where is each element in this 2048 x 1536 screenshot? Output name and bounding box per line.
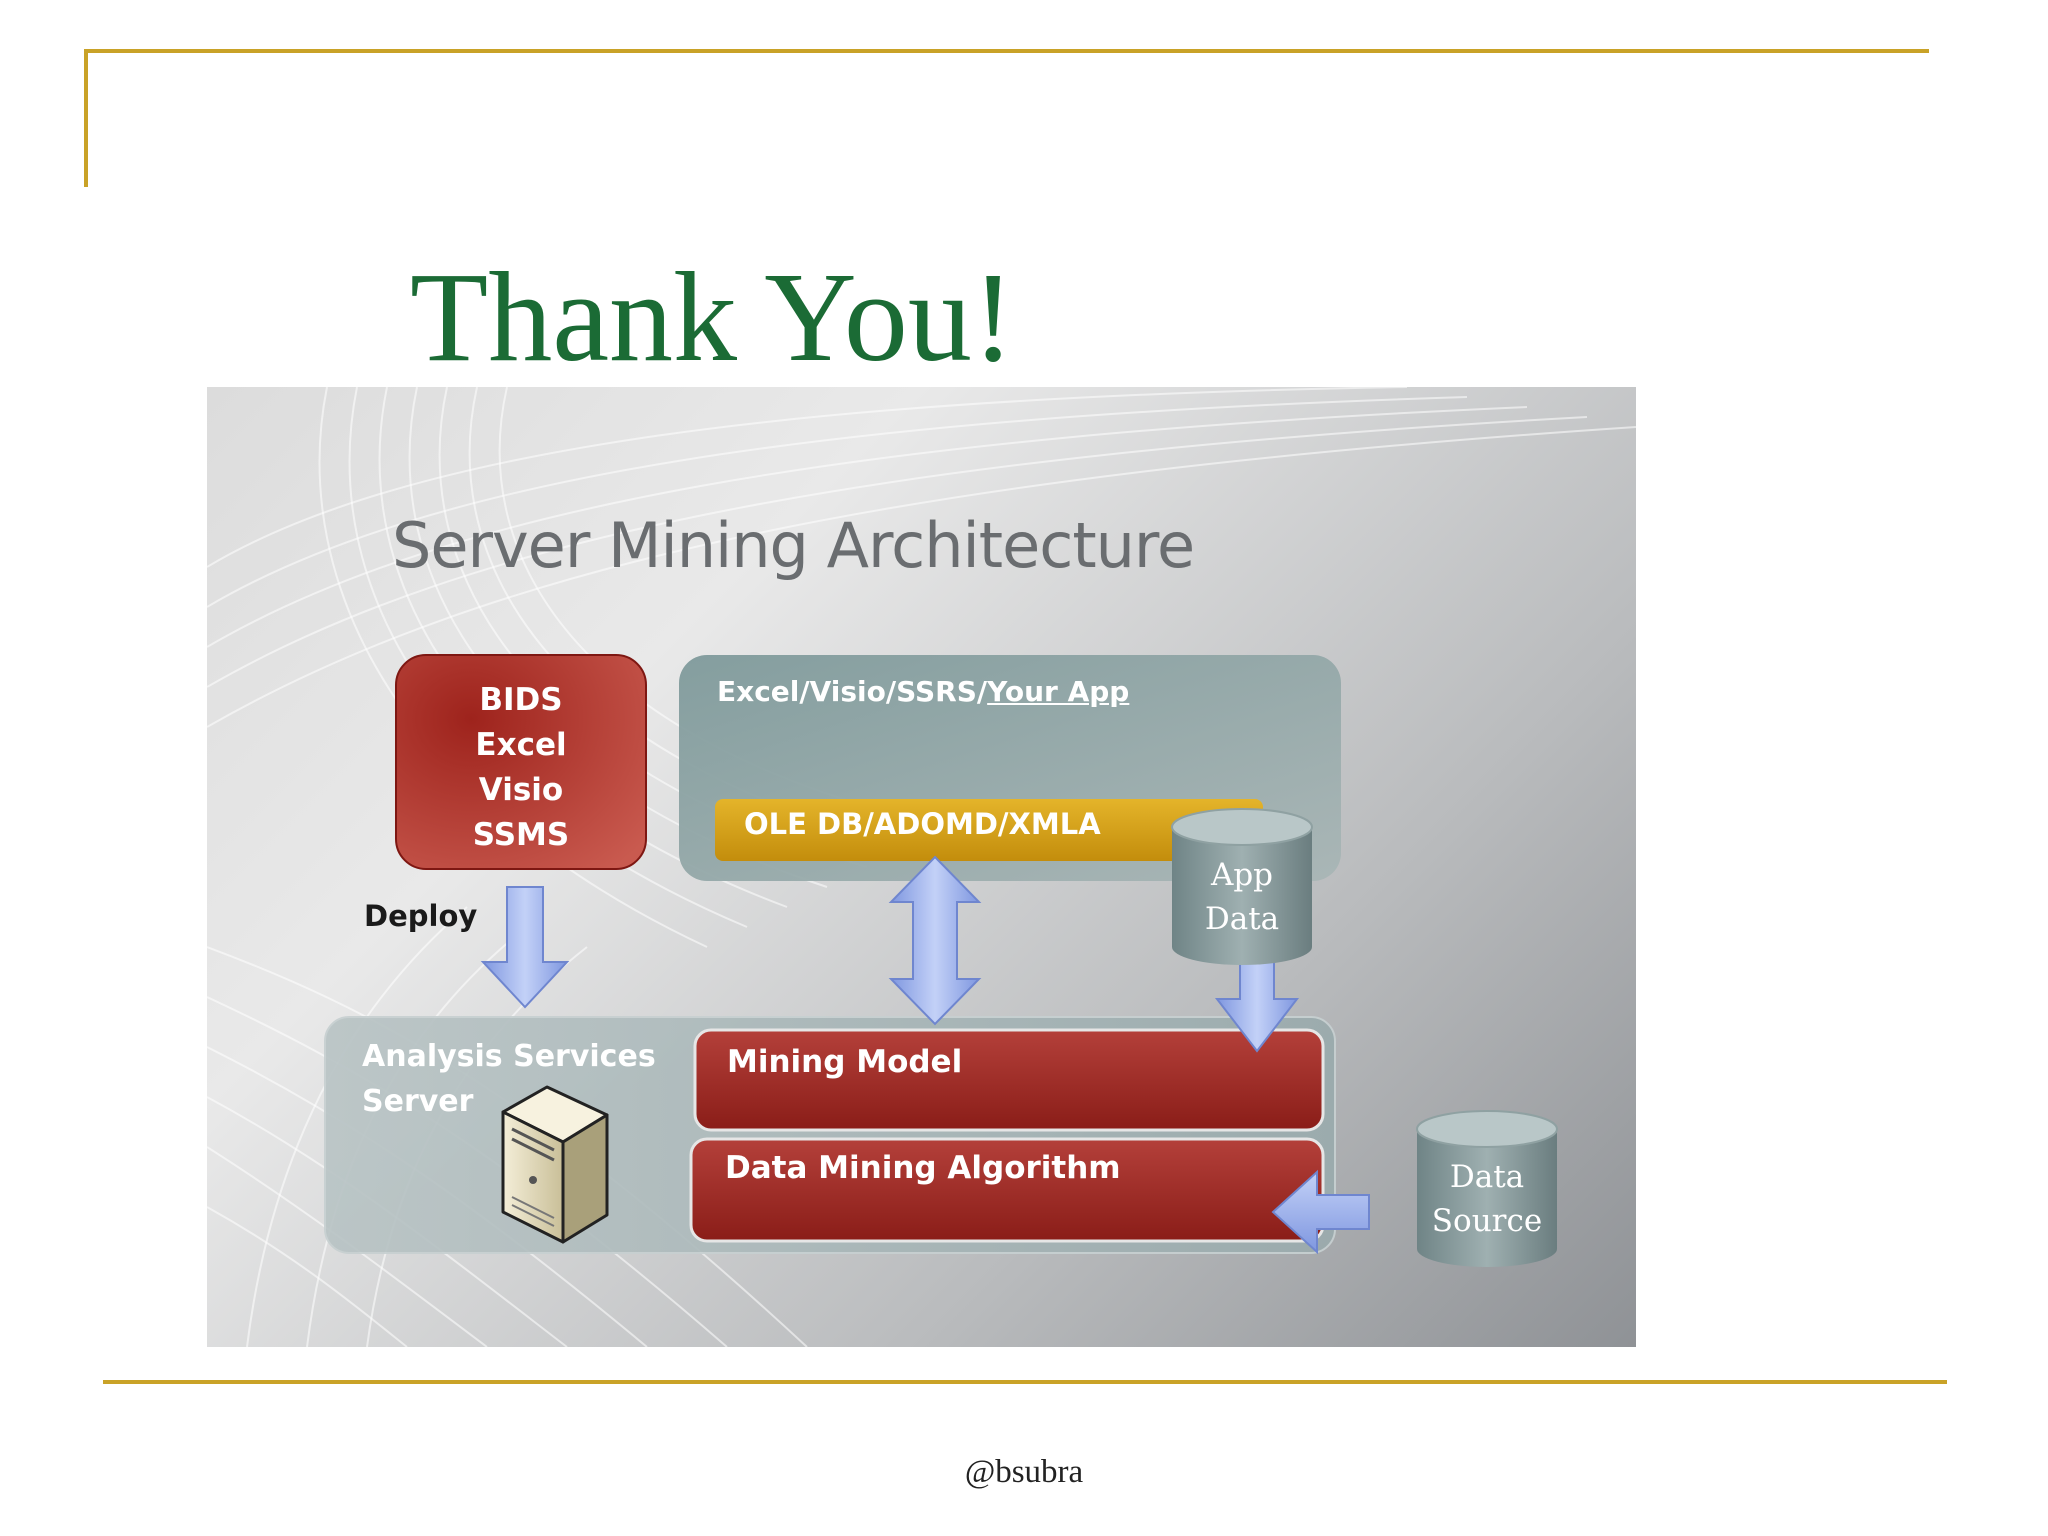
app-data-label-line1: App <box>1210 857 1274 893</box>
protocol-label: OLE DB/ADOMD/XMLA <box>744 807 1101 841</box>
server-tower-icon <box>501 1085 609 1244</box>
mining-model-box <box>693 1028 1325 1132</box>
top-rule <box>84 49 1929 53</box>
footer-handle: @bsubra <box>964 1454 1084 1490</box>
client-apps-prefix: Excel/Visio/SSRS/ <box>717 675 988 708</box>
app-data-arrow <box>1214 958 1300 1053</box>
protocol-bidirectional-arrow <box>888 855 982 1026</box>
protocol-bar <box>715 799 1263 861</box>
tools-box <box>395 654 647 870</box>
data-source-arrow <box>1271 1169 1370 1255</box>
deploy-label: Deploy <box>364 899 478 933</box>
app-data-label-line2: Data <box>1204 901 1280 937</box>
architecture-diagram: Server Mining Architecture BIDS Excel Vi… <box>207 387 1636 1347</box>
tool-item-ssms: SSMS <box>472 817 570 853</box>
diagram-title: Server Mining Architecture <box>392 509 1195 582</box>
left-rule <box>84 49 88 187</box>
tool-item-excel: Excel <box>475 727 567 763</box>
diagram-graphics <box>207 387 1636 1347</box>
your-app-link: Your App <box>987 675 1130 708</box>
tool-item-bids: BIDS <box>479 682 563 718</box>
client-apps-label: Excel/Visio/SSRS/Your App <box>717 675 1129 708</box>
algorithm-box <box>689 1137 1325 1243</box>
deploy-arrow <box>480 886 570 1009</box>
data-source-label-line1: Data <box>1449 1159 1525 1195</box>
algorithm-label: Data Mining Algorithm <box>725 1150 1121 1186</box>
server-label-line2: Server <box>362 1084 474 1119</box>
slide-title: Thank You! <box>410 246 1015 388</box>
data-source-cylinder <box>1416 1110 1558 1267</box>
mining-model-label: Mining Model <box>727 1044 963 1080</box>
tool-item-visio: Visio <box>478 772 564 808</box>
data-source-label-line2: Source <box>1431 1203 1543 1239</box>
app-data-cylinder <box>1171 808 1313 965</box>
server-label-line1: Analysis Services <box>362 1039 656 1074</box>
bottom-rule <box>103 1380 1947 1384</box>
